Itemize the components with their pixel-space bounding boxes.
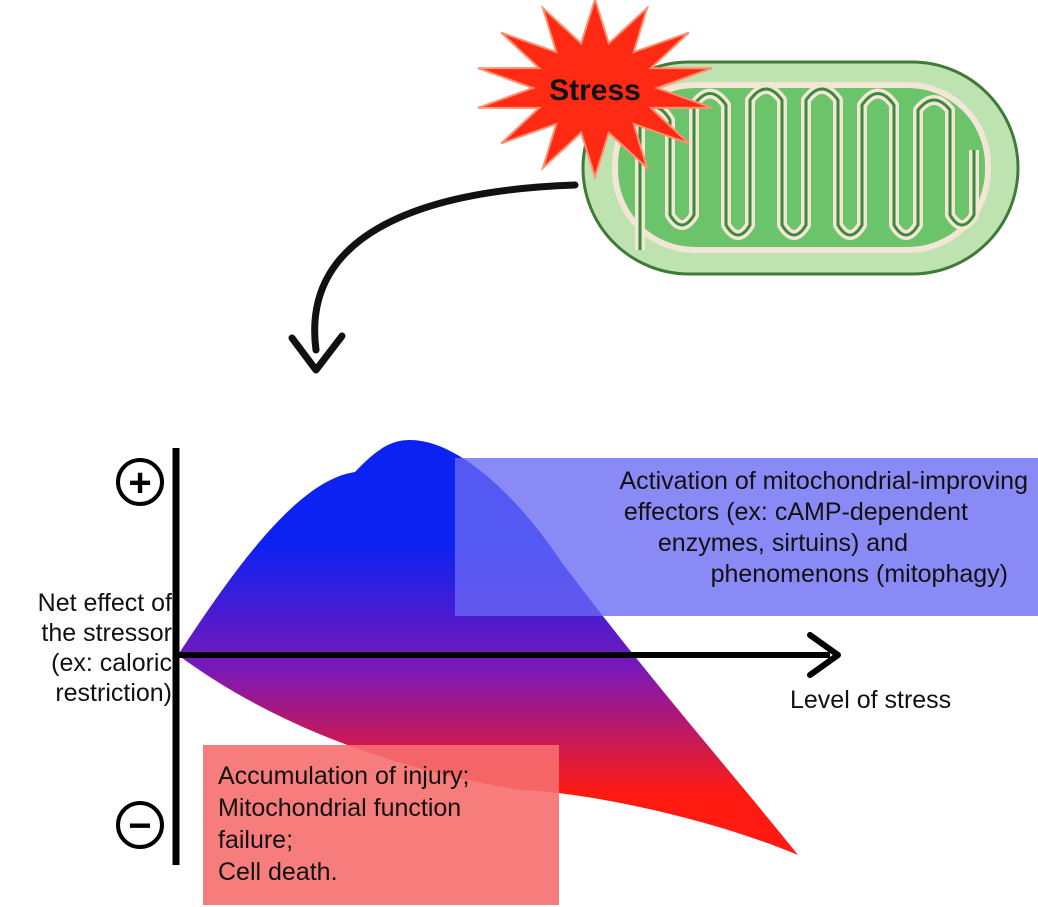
positive-line: Activation of mitochondrial-improving — [619, 467, 1028, 495]
y-axis-label: Net effect of the stressor (ex: caloric … — [0, 588, 172, 708]
mitochondrion-illustration — [581, 60, 1020, 276]
x-axis-arrowhead — [807, 632, 841, 678]
positive-effect-text: Activation of mitochondrial-improving ef… — [468, 466, 1028, 590]
y-axis-label-line: restriction) — [55, 679, 172, 707]
hormesis-curve — [178, 440, 798, 855]
cristae — [635, 84, 979, 250]
negative-effect-text: Accumulation of injury; Mitochondrial fu… — [218, 760, 558, 888]
minus-sign: − — [128, 804, 151, 848]
negative-symbol: − — [116, 801, 164, 849]
positive-line: phenomenons (mitophagy) — [710, 560, 1008, 588]
negative-effect-box — [203, 745, 559, 905]
negative-line: failure; — [218, 826, 294, 854]
positive-line: effectors (ex: cAMP-dependent — [623, 498, 968, 526]
positive-line: enzymes, sirtuins) and — [657, 529, 908, 557]
plus-sign: + — [128, 461, 151, 505]
y-axis-label-line: the stressor — [41, 619, 172, 647]
stress-label: Stress — [549, 74, 641, 107]
y-axis-label-line: Net effect of — [37, 589, 172, 617]
negative-line: Mitochondrial function — [218, 794, 462, 822]
negative-line: Cell death. — [218, 858, 338, 886]
positive-effect-box — [455, 458, 1038, 616]
y-axis-label-line: (ex: caloric — [51, 649, 172, 677]
positive-symbol: + — [116, 458, 164, 506]
stress-arrow — [288, 181, 579, 374]
x-axis-label: Level of stress — [790, 686, 952, 714]
stress-starburst: Stress — [477, 0, 713, 181]
negative-line: Accumulation of injury; — [218, 762, 470, 790]
